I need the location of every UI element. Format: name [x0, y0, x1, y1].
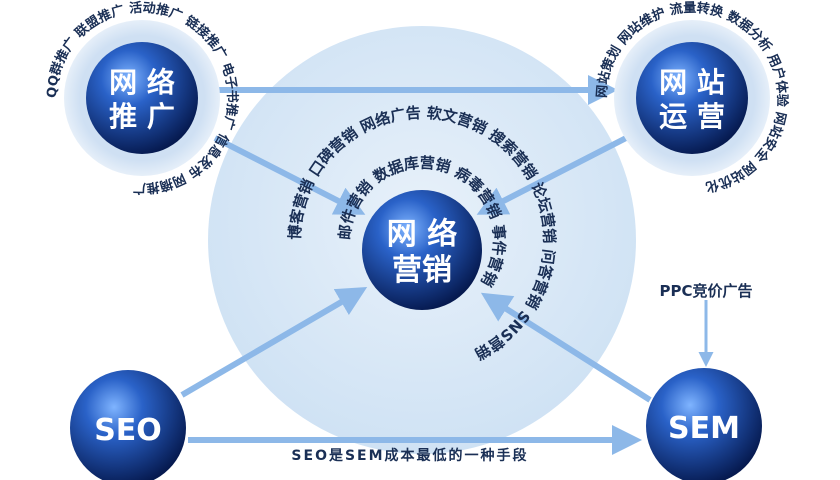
site-line1: 网 站 [659, 66, 725, 99]
promo-line2: 推 广 [109, 100, 175, 133]
seo-label: SEO [94, 413, 162, 448]
ppc-label: PPC竞价广告 [660, 282, 753, 300]
arrow-seo-to-center [180, 286, 368, 398]
site-line2: 运 营 [659, 100, 725, 133]
promo-node: 网 络 推 广 [86, 42, 198, 154]
sem-node: SEM [646, 368, 762, 480]
center-node: 网 络 营销 [362, 190, 482, 310]
promo-line1: 网 络 [109, 66, 175, 99]
seo-node: SEO [70, 370, 186, 480]
arrow-site-to-center [476, 133, 632, 215]
arrow-promo-to-center [213, 135, 366, 215]
arrow-sem-to-center [480, 292, 652, 403]
site-node: 网 站 运 营 [636, 42, 748, 154]
center-line1: 网 络 [387, 217, 457, 252]
sem-label: SEM [668, 411, 740, 446]
bottom-label: SEO是SEM成本最低的一种手段 [291, 447, 528, 464]
center-line2: 营销 [392, 253, 452, 288]
